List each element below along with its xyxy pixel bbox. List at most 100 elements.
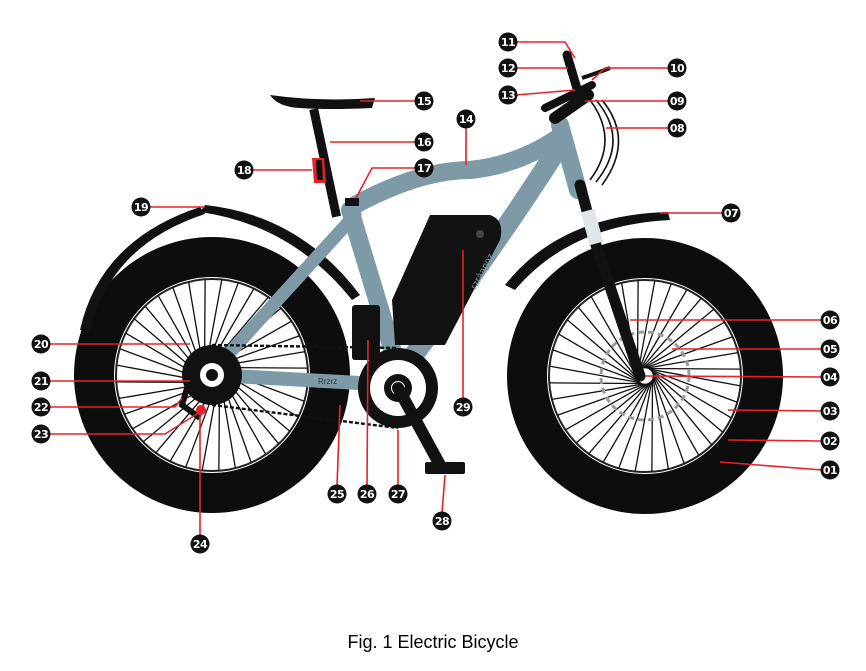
callout-number: 02 <box>823 435 837 448</box>
saddle <box>270 95 375 109</box>
spoke <box>588 382 650 455</box>
stem <box>549 89 594 124</box>
callout-number: 12 <box>501 62 515 75</box>
figure-caption: Fig. 1 Electric Bicycle <box>347 632 519 652</box>
spoke <box>639 289 688 371</box>
callout-badge-12: 12 <box>498 58 518 78</box>
fork-stanchion <box>580 208 604 246</box>
callout-badge-18: 18 <box>234 160 254 180</box>
chainstay-text: Rrzrz <box>318 377 337 386</box>
brake-cables <box>589 99 620 186</box>
spoke <box>652 375 685 464</box>
leader-line-04 <box>644 375 823 378</box>
callout-badge-11: 11 <box>498 32 518 52</box>
callout-badge-15: 15 <box>414 91 434 111</box>
leader-line-11 <box>516 41 576 59</box>
leader-line-22 <box>49 397 183 408</box>
callout-number: 15 <box>417 95 431 108</box>
top-tube <box>346 126 571 214</box>
fork <box>574 179 646 382</box>
spoke <box>652 374 700 456</box>
spoke <box>648 368 741 387</box>
callout-number: 20 <box>34 338 49 351</box>
spoke <box>651 371 724 433</box>
spoke <box>640 297 702 370</box>
callout-number: 25 <box>330 488 344 501</box>
callout-badge-24: 24 <box>190 534 210 554</box>
callout-badge-22: 22 <box>31 397 51 417</box>
callout-badge-27: 27 <box>388 484 408 504</box>
spoke <box>549 365 642 384</box>
callout-number: 16 <box>417 136 432 149</box>
spoke <box>575 383 649 444</box>
front-spokes <box>549 280 741 472</box>
callout-badge-13: 13 <box>498 85 518 105</box>
crank-arm <box>392 382 446 471</box>
rear-fender <box>200 205 360 300</box>
callout-number: 04 <box>823 371 838 384</box>
callout-number: 24 <box>193 538 208 551</box>
callout-badge-25: 25 <box>327 484 347 504</box>
callout-badge-05: 05 <box>820 339 840 359</box>
seat-tube <box>341 201 409 384</box>
callout-number: 26 <box>360 488 375 501</box>
leader-line-02 <box>727 439 823 442</box>
callout-number: 05 <box>823 343 837 356</box>
callout-number: 27 <box>391 488 405 501</box>
spoke <box>652 377 670 470</box>
callout-badge-06: 06 <box>820 310 840 330</box>
callout-badge-16: 16 <box>414 132 434 152</box>
spoke <box>618 380 652 469</box>
spoke <box>590 296 638 378</box>
callout-badges: 0102030405060708091011121314151617181920… <box>31 32 840 554</box>
callout-badge-02: 02 <box>820 431 840 451</box>
leader-line-10 <box>591 67 669 81</box>
callout-number: 07 <box>724 207 738 220</box>
spoke <box>602 381 651 463</box>
callout-number: 11 <box>501 36 515 49</box>
spoke <box>638 283 672 372</box>
spoke <box>644 336 733 369</box>
leader-line-17 <box>355 167 416 199</box>
spoke <box>651 378 654 472</box>
callout-number: 23 <box>34 428 48 441</box>
callout-number: 09 <box>670 95 684 108</box>
callout-badge-21: 21 <box>31 371 51 391</box>
controller <box>352 305 380 360</box>
leader-line-13 <box>515 89 576 96</box>
callout-number: 01 <box>823 464 837 477</box>
leader-line-03 <box>727 409 823 412</box>
callout-badge-10: 10 <box>667 58 687 78</box>
spoke <box>641 308 715 369</box>
callout-badge-08: 08 <box>667 118 687 138</box>
callout-badge-23: 23 <box>31 424 51 444</box>
callout-number: 14 <box>459 113 474 126</box>
spoke <box>565 383 647 431</box>
spoke <box>634 379 653 472</box>
callout-number: 28 <box>435 515 449 528</box>
callout-number: 06 <box>823 314 838 327</box>
callout-badge-04: 04 <box>820 367 840 387</box>
head-tube <box>551 116 587 199</box>
callout-number: 21 <box>34 375 48 388</box>
spoke <box>558 333 640 382</box>
leader-line-25 <box>336 404 341 487</box>
spoke <box>643 321 725 369</box>
drivetrain <box>178 343 465 474</box>
callout-badge-01: 01 <box>820 460 840 480</box>
callout-number: 19 <box>134 201 148 214</box>
spoke <box>557 383 646 416</box>
leader-line-26 <box>366 339 369 487</box>
callout-number: 13 <box>501 89 515 102</box>
spoke <box>652 372 713 446</box>
callout-badge-09: 09 <box>667 91 687 111</box>
leader-lines <box>49 41 823 536</box>
spoke <box>551 383 644 401</box>
callout-number: 08 <box>670 122 684 135</box>
seat-clamp <box>345 198 359 206</box>
callout-badge-07: 07 <box>721 203 741 223</box>
callout-badge-20: 20 <box>31 334 51 354</box>
callout-number: 29 <box>456 401 470 414</box>
leader-line-01 <box>719 461 823 471</box>
